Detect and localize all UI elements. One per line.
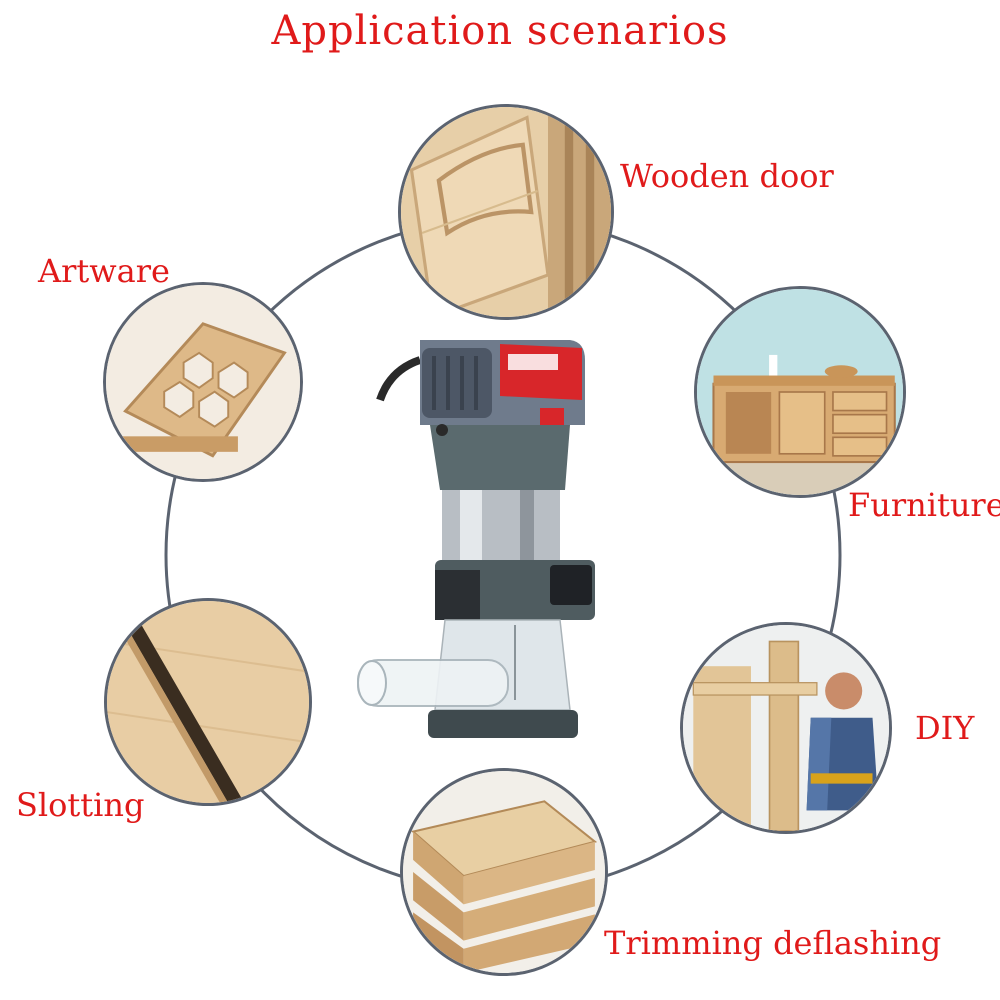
furniture-photo bbox=[694, 286, 906, 498]
scenario-label-furniture: Furniture bbox=[848, 486, 1000, 524]
page-title: Application scenarios bbox=[271, 8, 729, 54]
scenario-label-artware: Artware bbox=[38, 252, 170, 290]
scenario-label-slotting: Slotting bbox=[16, 786, 145, 824]
trimming-photo bbox=[400, 768, 608, 976]
wooden-door-photo bbox=[398, 104, 614, 320]
slotting-photo bbox=[104, 598, 312, 806]
artware-photo bbox=[103, 282, 303, 482]
scenario-label-trimming-deflashing: Trimming deflashing bbox=[604, 924, 942, 962]
scenario-label-diy: DIY bbox=[915, 709, 975, 747]
trim-router-image bbox=[357, 340, 595, 738]
diy-photo bbox=[680, 622, 892, 834]
scenario-label-wooden-door: Wooden door bbox=[620, 157, 834, 195]
